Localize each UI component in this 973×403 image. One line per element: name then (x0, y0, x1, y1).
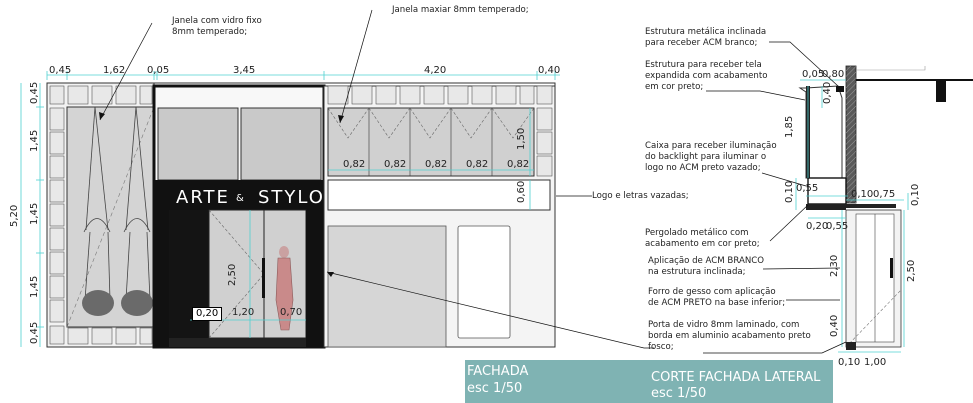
dim-section-top-1: 0,05 (802, 69, 825, 80)
door-side-panel (169, 210, 209, 347)
dim-window-height: 1,50 (516, 127, 527, 150)
dim-left-2: 1,45 (29, 129, 40, 152)
brand-text-left: ARTE (176, 187, 230, 208)
door-pillar-right (306, 210, 324, 347)
facade-scale: esc 1/50 (467, 381, 523, 396)
dim-section-mid-4: 0,75 (873, 189, 896, 200)
dim-top-6: 0,40 (538, 65, 561, 76)
note-mesh-structure: Estrutura para receber tela expandida co… (645, 60, 768, 92)
facade-leaders (99, 9, 654, 349)
dim-window-4: 0,82 (466, 159, 489, 170)
facade-title: FACHADA (467, 364, 529, 379)
dim-section-mid-2: 0,55 (796, 183, 819, 194)
dim-window-2: 0,82 (384, 159, 407, 170)
dim-top-3: 0,05 (147, 65, 170, 76)
dim-section-bottom-1: 0,10 (838, 357, 861, 368)
dim-sign-height: 0,60 (516, 180, 527, 203)
maxiar-window (327, 107, 535, 177)
center-window-left (157, 107, 239, 181)
pergola-beam (846, 204, 896, 208)
pergola-bar (806, 204, 846, 210)
left-perimeter-panes (49, 85, 153, 345)
note-glass-door: Porta de vidro 8mm laminado, com borda e… (648, 320, 811, 352)
note-backlight-box: Caixa para receber iluminação do backlig… (645, 141, 777, 173)
note-acm-structure: Estrutura metálica inclinada para recebe… (645, 27, 767, 48)
dim-section-lower-1: 0,20 (806, 221, 829, 232)
note-fixed-window: Janela com vidro fixo 8mm temperado; (172, 16, 262, 37)
section-leaders (703, 41, 847, 354)
dim-top-4: 3,45 (233, 65, 256, 76)
dim-section-upper-2: 1,85 (784, 115, 795, 138)
logo-band (327, 179, 551, 211)
note-gypsum: Forro de gesso com aplicação de ACM PRET… (648, 287, 786, 308)
dim-left-5: 0,45 (29, 321, 40, 344)
dim-section-lower-2: 0,55 (826, 221, 849, 232)
dim-section-bottom-2: 1,00 (864, 357, 887, 368)
dim-door-height: 2,50 (227, 263, 238, 286)
dim-top-1: 0,45 (49, 65, 72, 76)
brand-text-right: STYLO (258, 187, 325, 208)
dim-section-base-height: 0,40 (829, 314, 840, 337)
dim-door-width: 1,20 (232, 307, 255, 318)
section-scale: esc 1/50 (651, 386, 707, 401)
maxiar-open-lines (327, 107, 535, 139)
section-wall-hatch (846, 66, 856, 203)
dim-window-3: 0,82 (425, 159, 448, 170)
section-dimension-lines (795, 79, 909, 353)
dim-left-1: 0,45 (29, 81, 40, 104)
note-acm-white: Aplicação de ACM BRANCO na estrutura inc… (648, 256, 765, 277)
sign-panel (154, 180, 324, 210)
section-title: CORTE FACHADA LATERAL (651, 370, 821, 385)
dim-left-4: 1,45 (29, 275, 40, 298)
dim-section-mid-1: 0,10 (784, 180, 795, 203)
dim-top-2: 1,62 (103, 65, 126, 76)
roof-beam (936, 80, 946, 102)
maxiar-dividers (368, 108, 493, 176)
dim-door-right: 0,70 (280, 307, 303, 318)
dim-section-door-height: 2,50 (906, 259, 917, 282)
door-pillar-left (154, 210, 169, 347)
dim-section-right: 0,10 (910, 183, 921, 206)
dim-section-mid-3: 0,10 (851, 189, 874, 200)
title-band: FACHADA esc 1/50 CORTE FACHADA LATERAL e… (465, 360, 833, 403)
mannequin (275, 246, 294, 331)
dim-window-5: 0,82 (507, 159, 530, 170)
center-window-right (240, 107, 322, 181)
hanging-chairs (83, 106, 151, 301)
dim-overall-height: 5,20 (9, 204, 20, 227)
door-threshold (169, 338, 306, 347)
door-handle (262, 258, 265, 298)
brand-ampersand: & (236, 193, 244, 204)
note-maxiar-window: Janela maxiar 8mm temperado; (392, 5, 529, 15)
dim-section-main-height: 2,30 (829, 254, 840, 277)
note-logo: Logo e letras vazadas; (592, 191, 689, 201)
dim-left-3: 1,45 (29, 202, 40, 225)
dim-top-5: 4,20 (424, 65, 447, 76)
dim-section-top-2: 0,80 (822, 69, 845, 80)
facade-dimension-lines (20, 71, 560, 347)
backlight-box (807, 177, 847, 205)
note-pergola: Pergolado metálico com acabamento em cor… (645, 228, 760, 249)
dim-window-1: 0,82 (343, 159, 366, 170)
right-door-panel (457, 225, 511, 339)
chair-seat-right (121, 290, 153, 316)
chair-seat-left (82, 290, 114, 316)
dim-door-side: 0,20 (192, 307, 223, 321)
dim-section-upper-1: 0,40 (822, 81, 833, 104)
right-perimeter-panes (327, 85, 553, 177)
